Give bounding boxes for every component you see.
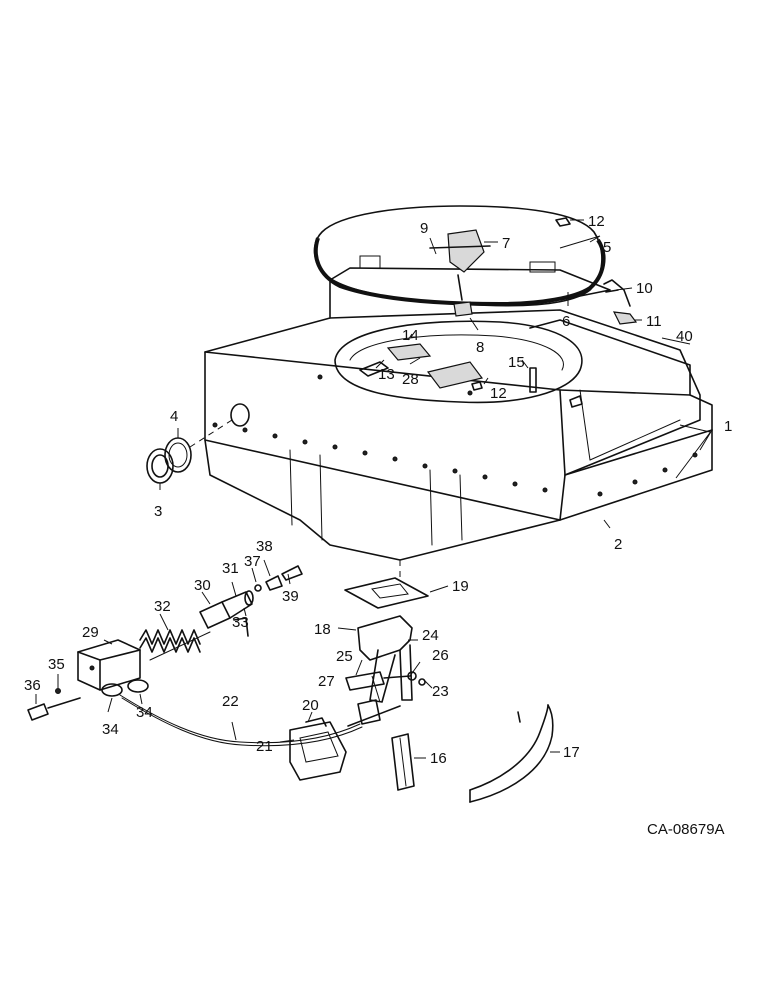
callout-35: 35 <box>48 656 65 673</box>
callout-14: 14 <box>402 327 419 344</box>
callout-18: 18 <box>314 621 331 638</box>
callout-36: 36 <box>24 677 41 694</box>
callout-11: 11 <box>646 313 662 330</box>
reference-code: CA-08679A <box>647 821 725 838</box>
mount-plate <box>344 560 429 703</box>
callout-32: 32 <box>154 598 171 615</box>
lever-assembly <box>345 671 426 727</box>
callout-31: 31 <box>222 560 239 577</box>
callout-25: 25 <box>336 648 353 665</box>
callout-30: 30 <box>194 577 211 594</box>
callout-1: 1 <box>724 418 732 435</box>
callout-33: 33 <box>232 614 249 631</box>
callout-12a: 12 <box>588 213 605 230</box>
callout-3: 3 <box>154 503 162 520</box>
callout-17: 17 <box>563 744 580 761</box>
callout-39: 39 <box>282 588 299 605</box>
latch-parts <box>471 217 638 391</box>
rivet-row <box>212 374 698 497</box>
callout-26: 26 <box>432 647 449 664</box>
callout-15: 15 <box>508 354 525 371</box>
platform-body <box>204 267 713 561</box>
callout-12b: 12 <box>490 385 507 402</box>
callout-23: 23 <box>432 683 449 700</box>
callout-24: 24 <box>422 627 439 644</box>
channel-16 <box>391 733 415 791</box>
callout-34a: 34 <box>102 721 119 738</box>
callout-10: 10 <box>636 280 653 297</box>
callout-16: 16 <box>430 750 447 767</box>
callout-9: 9 <box>420 220 428 237</box>
callout-5: 5 <box>603 239 611 256</box>
sight-gauge <box>146 419 233 484</box>
callout-29: 29 <box>82 624 99 641</box>
callout-34b: 34 <box>136 704 153 721</box>
hopper-cover <box>313 205 606 317</box>
callout-7: 7 <box>502 235 510 252</box>
leader-lines <box>35 219 713 759</box>
hopper-opening <box>334 320 583 408</box>
callout-28: 28 <box>402 371 419 388</box>
callout-21: 21 <box>256 738 273 755</box>
callout-4: 4 <box>170 408 178 425</box>
callout-19: 19 <box>452 578 469 595</box>
callout-6: 6 <box>562 313 570 330</box>
callout-38: 38 <box>256 538 273 555</box>
callout-22: 22 <box>222 693 239 710</box>
cable-pedal <box>119 694 363 781</box>
callout-20: 20 <box>302 697 319 714</box>
callout-13: 13 <box>378 366 395 383</box>
callout-37: 37 <box>244 553 261 570</box>
spring-assembly <box>27 565 303 721</box>
callout-8: 8 <box>476 339 484 356</box>
curved-strip-17 <box>469 704 554 803</box>
callout-2: 2 <box>614 536 622 553</box>
callout-27: 27 <box>318 673 335 690</box>
callout-40: 40 <box>676 328 693 345</box>
callout-labels: 1 2 3 4 5 6 7 8 9 10 11 12 12 13 14 15 1… <box>24 213 732 767</box>
